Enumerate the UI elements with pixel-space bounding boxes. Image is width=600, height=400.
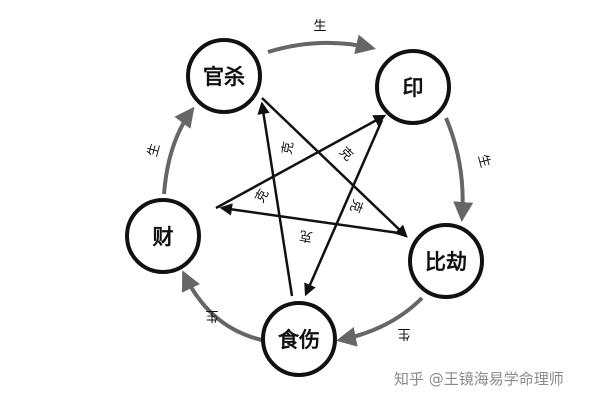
control-label-2: 克 bbox=[336, 144, 356, 164]
control-label-3: 克 bbox=[253, 187, 272, 206]
control-label-4: 克 bbox=[346, 197, 365, 214]
node-bijie: 比劫 bbox=[408, 223, 484, 299]
arc-cai-to-guansha bbox=[162, 106, 195, 195]
node-label-shishang: 食伤 bbox=[278, 328, 320, 352]
generate-label-bottom-right: 生 bbox=[397, 326, 410, 341]
line-cai-to-yin bbox=[215, 114, 387, 210]
node-yin: 印 bbox=[375, 49, 451, 125]
line-shishang-to-guansha bbox=[257, 101, 294, 297]
node-label-bijie: 比劫 bbox=[425, 250, 467, 274]
node-label-yin: 印 bbox=[403, 76, 424, 100]
generate-label-top: 生 bbox=[313, 19, 326, 34]
line-guansha-to-bijie bbox=[261, 97, 408, 238]
control-label-1: 克 bbox=[280, 140, 297, 155]
node-label-guansha: 官杀 bbox=[203, 65, 245, 89]
arc-shishang-to-cai bbox=[181, 270, 263, 342]
generate-cycle bbox=[162, 34, 474, 347]
line-yin-to-shishang bbox=[304, 119, 384, 297]
generate-label-right: 生 bbox=[474, 153, 492, 169]
line-bijie-to-cai bbox=[219, 203, 407, 236]
node-cai: 财 bbox=[125, 198, 201, 274]
arc-yin-to-bijie bbox=[444, 117, 474, 222]
generate-label-bottom-left: 生 bbox=[205, 308, 218, 323]
arc-guansha-to-yin bbox=[267, 34, 376, 55]
generate-label-left: 生 bbox=[146, 142, 164, 158]
watermark: 知乎 @王镜海易学命理师 bbox=[394, 370, 564, 388]
arc-bijie-to-shishang bbox=[336, 296, 424, 347]
control-star bbox=[215, 97, 408, 297]
control-label-5: 克 bbox=[298, 227, 313, 244]
node-label-cai: 财 bbox=[153, 225, 174, 249]
node-guansha: 官杀 bbox=[186, 38, 262, 114]
node-shishang: 食伤 bbox=[261, 301, 337, 377]
